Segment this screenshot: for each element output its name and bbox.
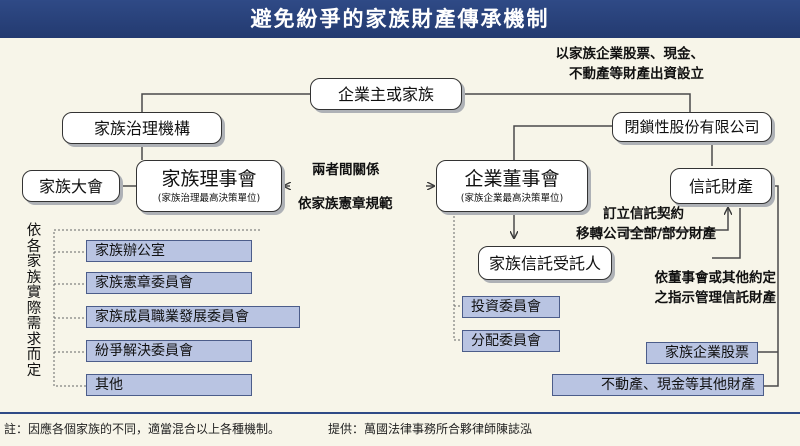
line-owner-governance <box>141 93 310 112</box>
manage-note-line1: 依董事會或其他約定 <box>654 270 777 286</box>
contract-note-line2: 移轉公司全部/部分財產 <box>576 226 716 242</box>
family-council-box: 家族理事會 (家族治理最高決策單位) <box>136 160 282 212</box>
manage-note-line2: 之指示管理信託財產 <box>654 290 777 306</box>
committee-investment: 投資委員會 <box>462 296 560 318</box>
committee-distribution: 分配委員會 <box>462 330 560 352</box>
committee-dispute: 紛爭解決委員會 <box>86 340 252 362</box>
contract-note-line1: 訂立信託契約 <box>603 206 684 222</box>
owner-box: 企業主或家族 <box>310 78 462 110</box>
committee-family-office: 家族辦公室 <box>86 240 252 262</box>
holding-company-label: 閉鎖性股份有限公司 <box>624 117 760 136</box>
asset-other-property: 不動產、現金等其他財產 <box>552 374 764 396</box>
vertical-note: 依各家族實際需求而定 <box>26 223 42 379</box>
line-holding-board <box>513 125 612 160</box>
enterprise-board-box: 企業董事會 (家族企業最高決策單位) <box>436 160 588 212</box>
owner-label: 企業主或家族 <box>337 84 434 104</box>
committee-career: 家族成員職業發展委員會 <box>86 306 300 328</box>
asset-company-stock: 家族企業股票 <box>646 342 758 364</box>
relation-line2: 依家族憲章規範 <box>298 196 393 212</box>
family-trustee-box: 家族信託受託人 <box>478 246 612 280</box>
bracket-family <box>53 229 260 387</box>
trust-property-label: 信託財產 <box>688 176 753 196</box>
family-assembly-label: 家族大會 <box>38 176 103 196</box>
family-assembly-box: 家族大會 <box>22 170 120 202</box>
family-council-label: 家族理事會 <box>161 167 257 190</box>
enterprise-board-label: 企業董事會 <box>464 167 560 190</box>
line-owner-holding <box>462 93 691 112</box>
committee-charter: 家族憲章委員會 <box>86 272 252 294</box>
governance-label: 家族治理機構 <box>93 118 190 138</box>
family-council-sub: (家族治理最高決策單位) <box>157 192 261 204</box>
footer-note: 註：因應各個家族的不同，適當混合以上各種機制。 <box>4 422 281 436</box>
bracket-board <box>453 212 462 341</box>
line-trust-assets <box>764 185 779 387</box>
top-note-line1: 以家族企業股票、現金、 <box>555 46 705 62</box>
relation-line1: 兩者間關係 <box>312 162 380 178</box>
committee-other: 其他 <box>86 374 252 396</box>
line-trust-trustee-manage <box>712 208 741 259</box>
footer: 註：因應各個家族的不同，適當混合以上各種機制。 提供：萬國法律事務所合夥律師陳誌… <box>0 412 800 446</box>
governance-box: 家族治理機構 <box>62 112 222 144</box>
holding-company-box: 閉鎖性股份有限公司 <box>612 112 772 142</box>
top-note-line2: 不動產等財產出資設立 <box>569 66 704 82</box>
enterprise-board-sub: (家族企業最高決策單位) <box>460 192 564 204</box>
diagram-title: 避免紛爭的家族財產傳承機制 <box>0 0 800 38</box>
trust-property-box: 信託財產 <box>670 168 772 204</box>
footer-source: 提供：萬國法律事務所合夥律師陳誌泓 <box>328 422 533 436</box>
family-trustee-label: 家族信託受託人 <box>488 253 601 273</box>
line-trustee-trust-contract <box>625 208 728 238</box>
